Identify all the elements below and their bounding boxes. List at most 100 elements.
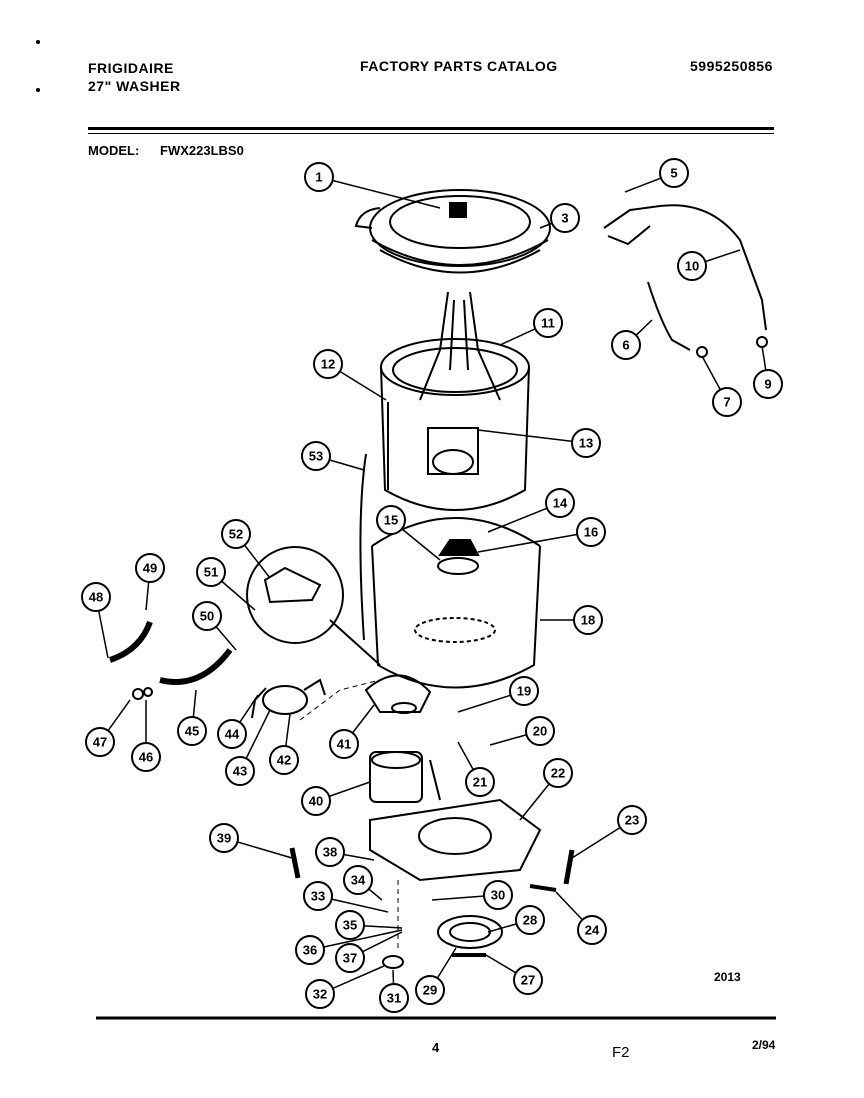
part-callout-11: 11: [533, 308, 563, 338]
callout-number: 45: [185, 724, 199, 739]
callout-circle: [677, 251, 707, 281]
callout-circle: [712, 387, 742, 417]
part-callout-24: 24: [577, 915, 607, 945]
callout-circle: [301, 441, 331, 471]
callout-number: 50: [200, 609, 214, 624]
callout-number: 3: [561, 211, 568, 226]
callout-circle: [335, 943, 365, 973]
agitator-drawing: [419, 291, 501, 475]
callout-number: 35: [343, 918, 357, 933]
callout-circle: [376, 505, 406, 535]
callout-number: 13: [579, 436, 593, 451]
callout-circle: [483, 880, 513, 910]
part-callout-33: 33: [303, 881, 333, 911]
callout-circle: [617, 805, 647, 835]
pulley-drawing: [437, 915, 503, 957]
part-callout-29: 29: [415, 975, 445, 1005]
callout-number: 10: [685, 259, 699, 274]
part-callout-23: 23: [617, 805, 647, 835]
callout-circle: [221, 519, 251, 549]
part-callout-36: 36: [295, 935, 325, 965]
scan-mark: [36, 88, 40, 92]
callout-circle: [335, 910, 365, 940]
callout-circle: [295, 935, 325, 965]
callout-circle: [177, 716, 207, 746]
callout-number: 34: [351, 873, 366, 888]
callout-number: 14: [553, 496, 568, 511]
header-rule: [88, 127, 774, 130]
callout-number: 36: [303, 943, 317, 958]
part-callout-47: 47: [85, 727, 115, 757]
part-callout-38: 38: [315, 837, 345, 867]
callout-number: 11: [541, 316, 555, 331]
callout-number: 44: [225, 727, 240, 742]
callout-number: 20: [533, 724, 547, 739]
callout-circle: [225, 756, 255, 786]
part-callout-42: 42: [269, 745, 299, 775]
callout-circle: [525, 716, 555, 746]
callout-circle: [415, 975, 445, 1005]
callout-number: 5: [670, 166, 677, 181]
callout-circle: [196, 557, 226, 587]
water-pump-drawing: [251, 678, 326, 719]
callout-circle: [571, 428, 601, 458]
part-callout-22: 22: [543, 758, 573, 788]
callout-circle: [135, 553, 165, 583]
part-callout-1: 1: [304, 162, 334, 192]
callout-circle: [576, 517, 606, 547]
callout-number: 39: [217, 831, 231, 846]
tub-cover-drawing: [354, 189, 551, 274]
part-callout-52: 52: [221, 519, 251, 549]
callout-circle: [577, 915, 607, 945]
part-callout-3: 3: [550, 203, 580, 233]
callout-number: 38: [323, 845, 337, 860]
callout-number: 16: [584, 525, 598, 540]
callout-number: 1: [315, 170, 322, 185]
part-callout-30: 30: [483, 880, 513, 910]
callout-circle: [81, 582, 111, 612]
spin-basket-drawing: [380, 338, 530, 511]
callout-number: 23: [625, 813, 639, 828]
part-callout-31: 31: [379, 983, 409, 1013]
base-plate-drawing: [369, 759, 542, 882]
part-callout-20: 20: [525, 716, 555, 746]
callout-number: 21: [473, 775, 487, 790]
callout-circle: [209, 823, 239, 853]
callout-circle: [379, 983, 409, 1013]
revision-date: 2/94: [752, 1038, 776, 1052]
part-callout-21: 21: [465, 767, 495, 797]
product-name: 27" WASHER: [88, 78, 181, 94]
callout-circle: [131, 742, 161, 772]
callout-number: 48: [89, 590, 103, 605]
part-callout-18: 18: [573, 605, 603, 635]
callout-circle: [543, 758, 573, 788]
callout-number: 9: [764, 377, 771, 392]
callout-circle: [269, 745, 299, 775]
callout-circle: [550, 203, 580, 233]
part-callout-34: 34: [343, 865, 373, 895]
callout-number: 41: [337, 737, 351, 752]
callout-circle: [329, 729, 359, 759]
callout-number: 42: [277, 753, 291, 768]
part-callout-28: 28: [515, 905, 545, 935]
callout-circle: [515, 905, 545, 935]
callout-number: 43: [233, 764, 247, 779]
figure-id: 2013: [714, 970, 741, 984]
callout-circle: [304, 162, 334, 192]
section-code: F2: [612, 1044, 630, 1061]
callout-leader: [477, 429, 587, 444]
callout-number: 6: [622, 338, 629, 353]
callout-leader: [477, 531, 592, 553]
callout-circle: [611, 330, 641, 360]
part-callout-12: 12: [313, 349, 343, 379]
callout-circle: [315, 837, 345, 867]
callout-number: 28: [523, 913, 537, 928]
part-callout-27: 27: [513, 965, 543, 995]
part-callout-5: 5: [659, 158, 689, 188]
part-callout-9: 9: [753, 369, 783, 399]
part-callout-19: 19: [509, 676, 539, 706]
part-callout-41: 41: [329, 729, 359, 759]
callout-leader: [309, 929, 403, 951]
callout-circle: [753, 369, 783, 399]
